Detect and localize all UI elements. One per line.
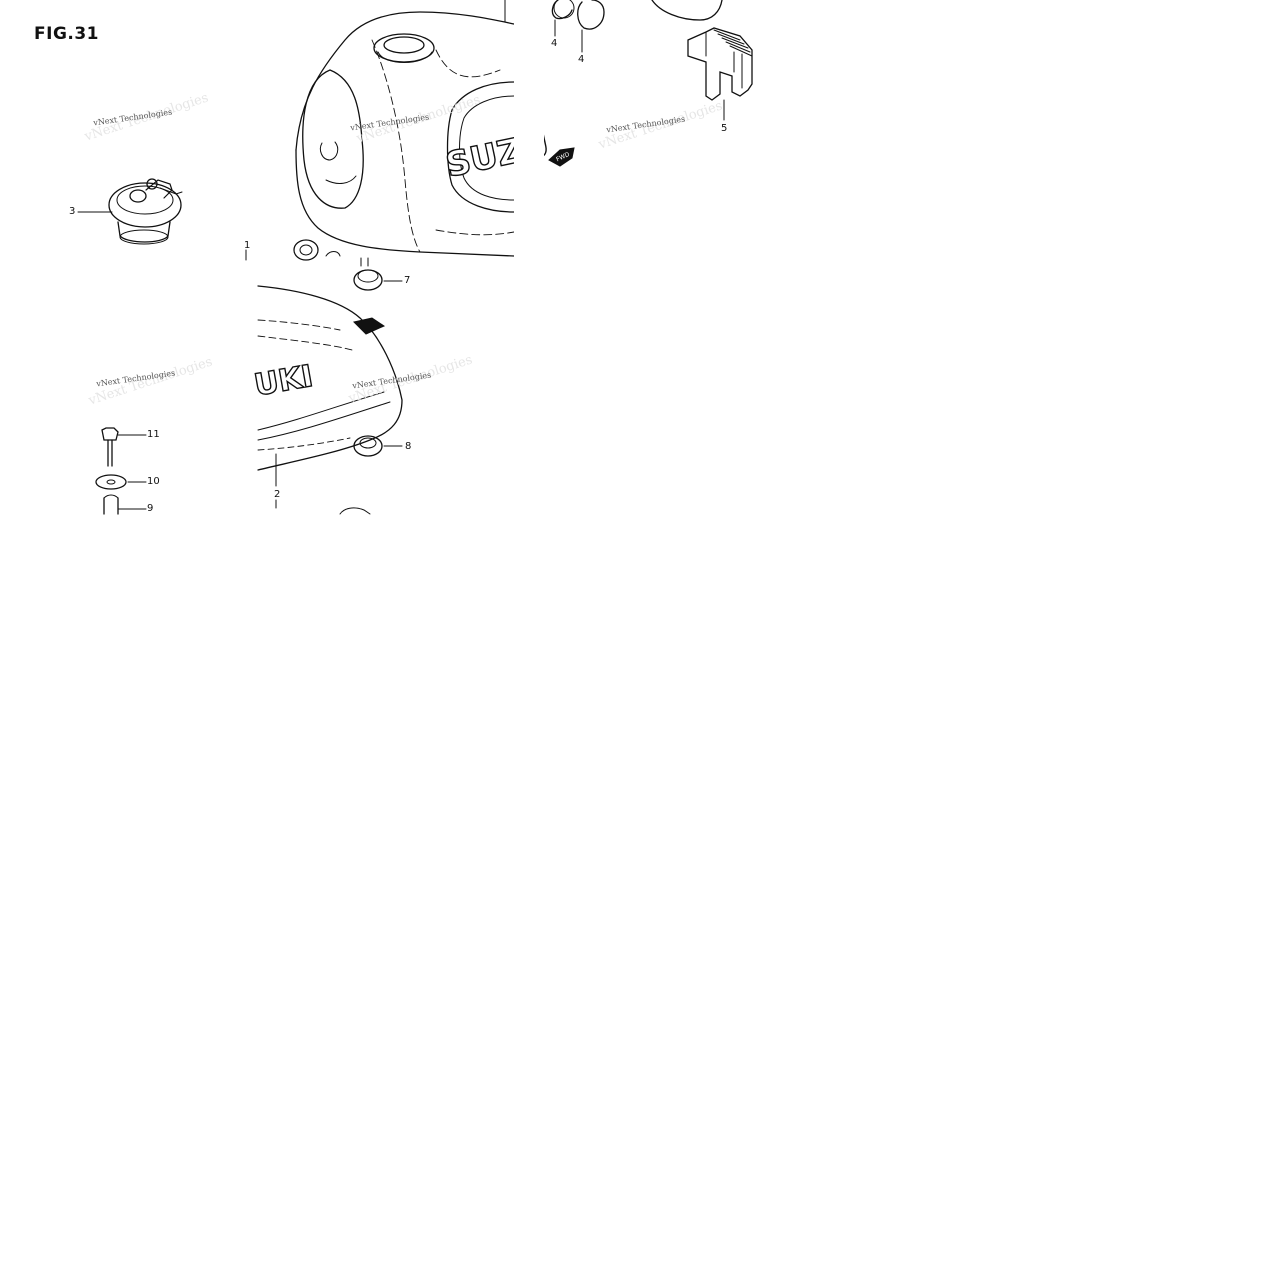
forward-arrow-icon (548, 147, 575, 167)
callout-10: 10 (147, 476, 160, 487)
fuel-cap-with-key (77, 178, 183, 245)
callout-1: 1 (244, 240, 251, 251)
clip-mask-right (514, 0, 544, 260)
tank-cushions (551, 0, 605, 53)
collar (103, 494, 147, 515)
cushion-pad (687, 27, 753, 121)
tank-grommet (353, 257, 403, 291)
clip-mask-lower (246, 515, 546, 535)
callout-9: 9 (147, 503, 154, 514)
washer (95, 474, 147, 490)
callout-3: 3 (69, 206, 76, 217)
mounting-bolt (101, 427, 147, 467)
callout-2: 2 (274, 489, 281, 500)
callout-8: 8 (405, 441, 412, 452)
callout-7: 7 (404, 275, 411, 286)
emblem-plate-edge (651, 0, 723, 21)
fuel-tank-lower-view (257, 285, 403, 509)
figure-title: FIG.31 (34, 24, 100, 44)
callout-4-left: 4 (551, 38, 558, 49)
tank-logo-bottom: UKI (252, 359, 316, 404)
callout-4-right: 4 (578, 54, 585, 65)
callout-5: 5 (721, 123, 728, 134)
fuel-tank-upper-view (293, 0, 515, 261)
bottom-grommet (353, 435, 403, 457)
callout-11: 11 (147, 429, 160, 440)
